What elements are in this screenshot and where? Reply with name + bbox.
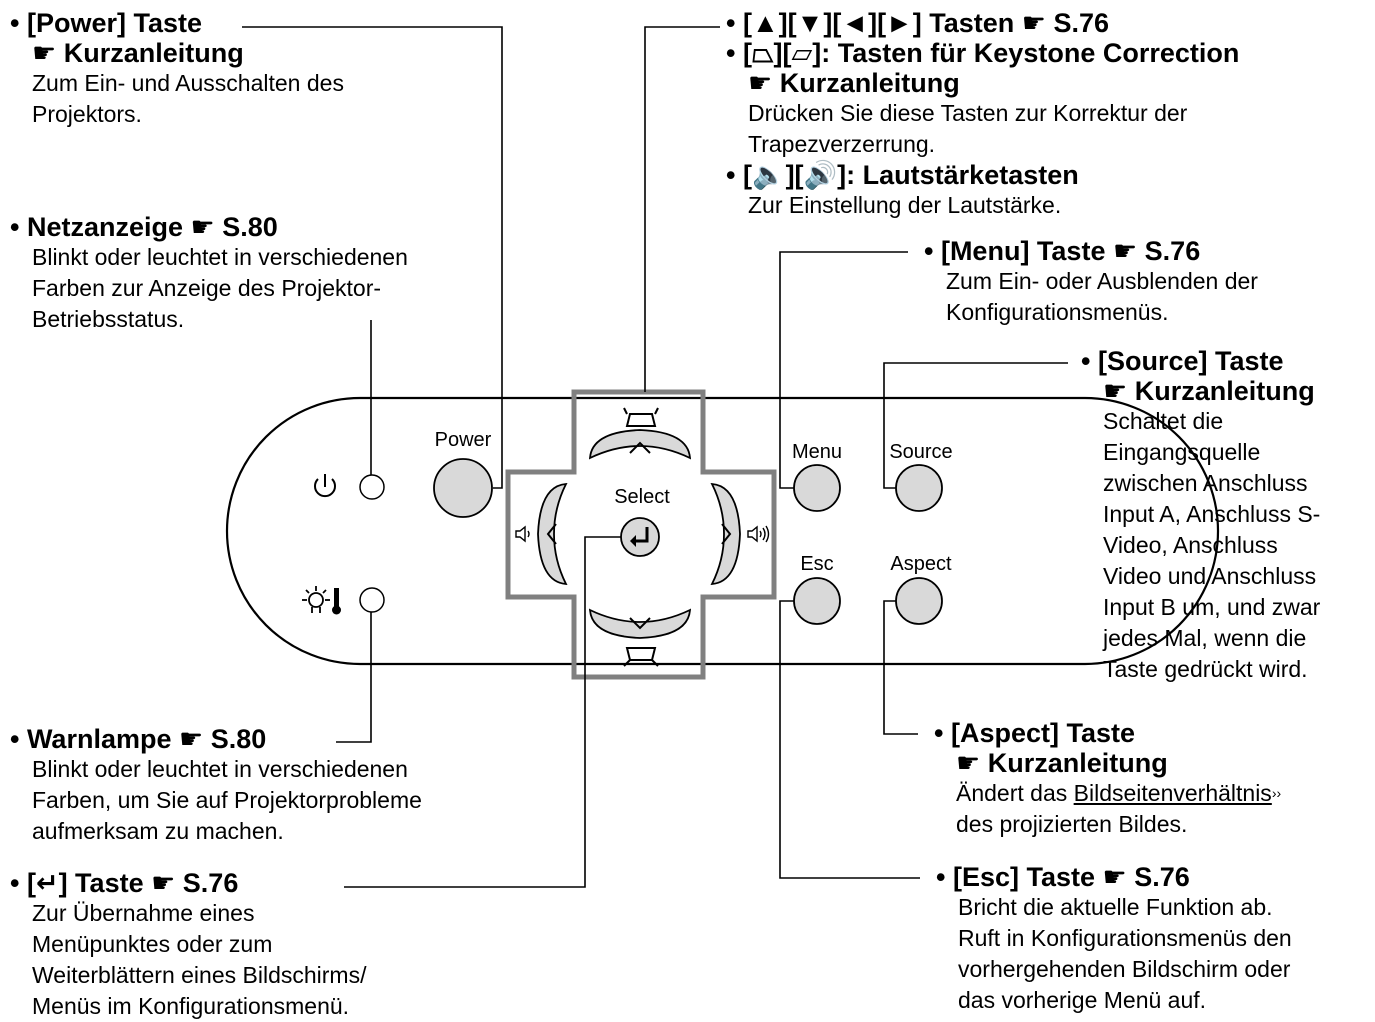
select-button-label: Select (614, 486, 670, 508)
callout-desc: Weiterblättern eines Bildschirms/ (32, 962, 367, 988)
leader-line-warn (336, 612, 372, 743)
power-led (359, 474, 385, 500)
leader-line-arrows (644, 26, 720, 392)
callout-title: • Warnlampe ☛ S.80 (10, 724, 267, 754)
callout-ref: ☛ Kurzanleitung (32, 38, 244, 68)
callout-desc: Input A, Anschluss S- (1103, 501, 1321, 527)
esc-button[interactable] (793, 577, 841, 625)
leader-line-esc (779, 600, 920, 879)
callout-aspect: • [Aspect] Taste ☛ Kurzanleitung Ändert … (934, 718, 1281, 840)
source-button-label: Source (889, 441, 952, 463)
power-button-label: Power (435, 429, 492, 451)
chevron-up-icon (629, 441, 651, 454)
callout-enter: • [↵] Taste ☛ S.76 Zur Übernahme eines M… (10, 868, 366, 1022)
callout-arrows: • [▲][▼][◄][►] Tasten ☛ S.76 • [⏢][⏥]: T… (726, 8, 1239, 221)
enter-icon (630, 527, 649, 547)
callout-desc: Video, Anschluss (1103, 532, 1278, 558)
leader-line-source (883, 362, 1068, 489)
callout-desc: Zur Übernahme eines (32, 900, 255, 926)
callout-desc: Ruft in Konfigurationsmenüs den (958, 925, 1292, 951)
callout-desc: Video und Anschluss (1103, 563, 1317, 589)
esc-button-label: Esc (800, 553, 833, 575)
leader-line-enter (344, 536, 621, 888)
callout-desc: aufmerksam zu machen. (32, 818, 284, 844)
power-button[interactable] (433, 458, 493, 518)
callout-desc: Zum Ein- und Ausschalten des (32, 70, 344, 96)
callout-title: • [↵] Taste ☛ S.76 (10, 868, 239, 898)
power-indicator-icon (314, 474, 336, 498)
callout-ref: ☛ Kurzanleitung (1103, 376, 1315, 406)
callout-netzanzeige: • Netzanzeige ☛ S.80 Blinkt oder leuchte… (10, 212, 408, 335)
lamp-temp-warning-icon (302, 586, 341, 615)
chevron-right-icon (721, 523, 732, 545)
callout-power: • [Power] Taste ☛ Kurzanleitung Zum Ein-… (10, 8, 344, 130)
callout-desc: Betriebsstatus. (32, 306, 185, 332)
callout-desc: Ändert das Bildseitenverhältnis›› (934, 778, 1281, 809)
callout-title: • [🔈][🔊]: Lautstärketasten (726, 160, 1079, 190)
callout-title: • [Power] Taste (10, 8, 202, 38)
leader-line-aspect (883, 600, 918, 735)
callout-desc: Menüs im Konfigurationsmenü. (32, 993, 350, 1019)
chevron-down-icon (629, 617, 651, 630)
callout-title: • [Aspect] Taste (934, 718, 1135, 748)
callout-title: • [⏢][⏥]: Tasten für Keystone Correction (726, 38, 1240, 68)
volume-up-icon (747, 525, 770, 543)
chevron-left-icon (546, 523, 557, 545)
callout-desc: Blinkt oder leuchtet in verschiedenen (32, 756, 408, 782)
callout-desc: Bricht die aktuelle Funktion ab. (958, 894, 1273, 920)
callout-desc: Trapezverzerrung. (748, 131, 936, 157)
callout-desc: das vorherige Menü auf. (958, 987, 1207, 1013)
callout-menu: • [Menu] Taste ☛ S.76 Zum Ein- oder Ausb… (924, 236, 1258, 328)
warning-led (359, 587, 385, 613)
down-button[interactable] (588, 608, 692, 639)
control-panel-body (225, 396, 1220, 666)
menu-button[interactable] (793, 464, 841, 512)
callout-title: • [Esc] Taste ☛ S.76 (936, 862, 1190, 892)
callout-esc: • [Esc] Taste ☛ S.76 Bricht die aktuelle… (936, 862, 1292, 1016)
callout-desc-text: Ändert das (956, 780, 1074, 806)
volume-down-icon (515, 525, 530, 543)
callout-desc: Projektors. (32, 101, 142, 127)
keystone-down-icon (623, 647, 659, 667)
callout-desc: Blinkt oder leuchtet in verschiedenen (32, 244, 408, 270)
callout-desc: Eingangsquelle (1103, 439, 1261, 465)
select-button[interactable] (620, 517, 660, 557)
callout-desc: Taste gedrückt wird. (1103, 656, 1308, 682)
menu-button-label: Menu (792, 441, 842, 463)
callout-desc: des projizierten Bildes. (956, 811, 1188, 837)
callout-desc: Zum Ein- oder Ausblenden der (946, 268, 1258, 294)
callout-desc: Menüpunktes oder zum (32, 931, 273, 957)
callout-desc: jedes Mal, wenn die (1103, 625, 1307, 651)
leader-line-menu (779, 251, 908, 489)
left-button[interactable] (537, 482, 568, 586)
callout-desc: Input B um, und zwar (1103, 594, 1321, 620)
glossary-marker: ›› (1271, 785, 1282, 801)
callout-source: • [Source] Taste ☛ Kurzanleitung Schalte… (1081, 346, 1320, 685)
callout-title: • [Source] Taste (1081, 346, 1284, 376)
source-button[interactable] (895, 464, 943, 512)
right-button[interactable] (710, 482, 741, 586)
callout-desc: vorhergehenden Bildschirm oder (958, 956, 1291, 982)
direction-pad-frame (505, 389, 777, 680)
callout-ref: ☛ Kurzanleitung (956, 748, 1168, 778)
callout-title: • [Menu] Taste ☛ S.76 (924, 236, 1201, 266)
callout-title: • Netzanzeige ☛ S.80 (10, 212, 278, 242)
callout-desc: Farben zur Anzeige des Projektor- (32, 275, 382, 301)
callout-desc: Zur Einstellung der Lautstärke. (748, 192, 1062, 218)
aspect-button[interactable] (895, 577, 943, 625)
callout-ref: ☛ Kurzanleitung (748, 68, 960, 98)
callout-desc: Drücken Sie diese Tasten zur Korrektur d… (748, 100, 1188, 126)
glossary-link[interactable]: Bildseitenverhältnis (1073, 780, 1272, 806)
callout-desc: Schaltet die (1103, 408, 1224, 434)
callout-desc: zwischen Anschluss (1103, 470, 1308, 496)
callout-desc: Konfigurationsmenüs. (946, 299, 1169, 325)
leader-line-power (242, 26, 503, 489)
aspect-button-label: Aspect (890, 553, 952, 575)
callout-title: • [▲][▼][◄][►] Tasten ☛ S.76 (726, 8, 1110, 38)
callout-warnlampe: • Warnlampe ☛ S.80 Blinkt oder leuchtet … (10, 724, 422, 847)
callout-desc: Farben, um Sie auf Projektorprobleme (32, 787, 422, 813)
keystone-up-icon (623, 407, 659, 427)
